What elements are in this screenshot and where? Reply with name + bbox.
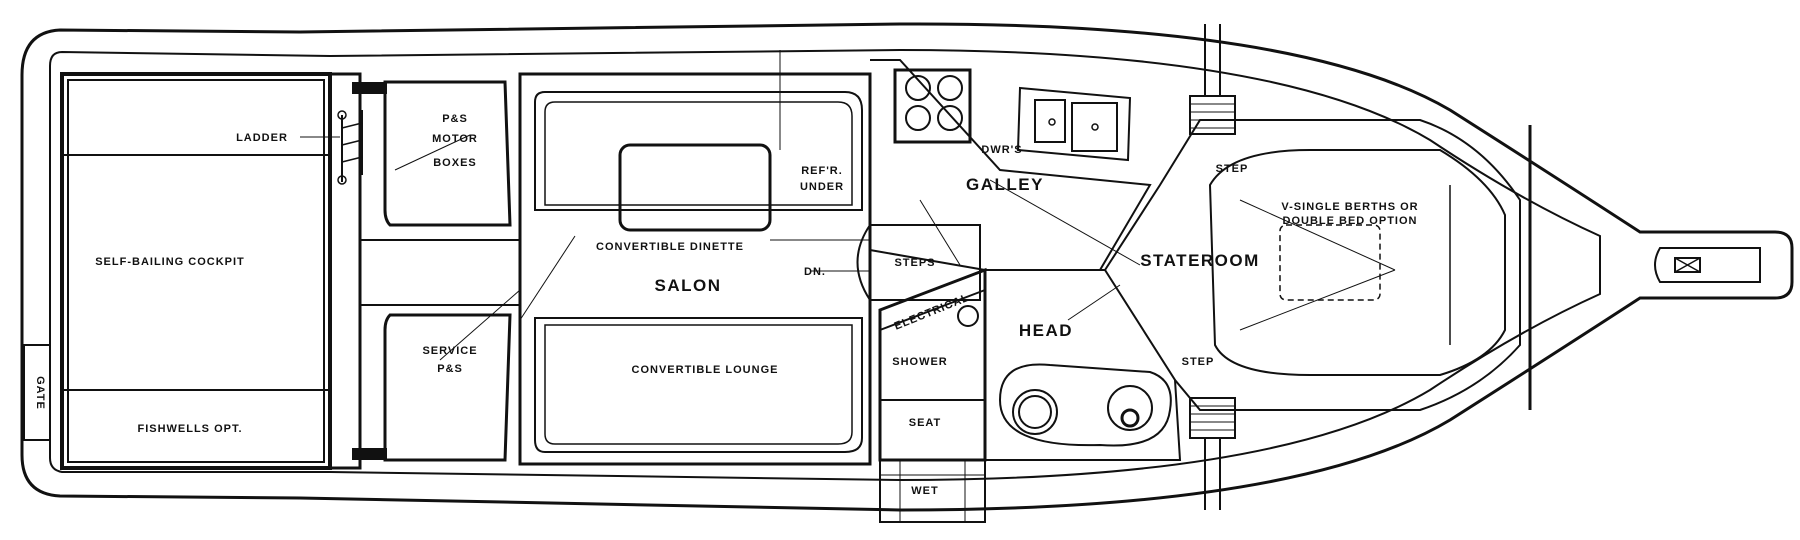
salon bbox=[518, 50, 872, 466]
label-motor-boxes-3: BOXES bbox=[433, 157, 477, 169]
head bbox=[985, 269, 1182, 461]
label-gate: GATE bbox=[34, 376, 46, 410]
hull-outline bbox=[20, 22, 1794, 512]
label-service-2: P&S bbox=[437, 363, 463, 375]
label-steps: STEPS bbox=[894, 257, 935, 269]
label-seat: SEAT bbox=[909, 417, 942, 429]
label-service-1: SERVICE bbox=[422, 345, 477, 357]
label-self-bailing-cockpit: SELF-BAILING COCKPIT bbox=[95, 256, 245, 268]
label-salon: SALON bbox=[655, 276, 722, 295]
label-drawers: DWR'S bbox=[981, 144, 1022, 156]
label-berths-2: DOUBLE BED OPTION bbox=[1283, 215, 1418, 227]
label-head: HEAD bbox=[1019, 321, 1073, 340]
label-motor-boxes-2: MOTOR bbox=[432, 133, 478, 145]
label-step-bottom: STEP bbox=[1182, 356, 1215, 368]
label-motor-boxes-1: P&S bbox=[442, 113, 468, 125]
stateroom bbox=[1104, 119, 1532, 411]
ladder-drawing bbox=[300, 110, 363, 185]
deck-steps bbox=[1189, 24, 1236, 510]
label-step-top: STEP bbox=[1216, 163, 1249, 175]
label-down: DN. bbox=[804, 266, 826, 278]
companionway-steps bbox=[810, 224, 981, 301]
label-refr-2: UNDER bbox=[800, 181, 844, 193]
label-galley: GALLEY bbox=[966, 175, 1044, 194]
label-refr-1: REF'R. bbox=[801, 165, 843, 177]
galley bbox=[869, 59, 1152, 271]
label-wet: WET bbox=[911, 485, 938, 497]
label-shower: SHOWER bbox=[892, 356, 948, 368]
label-convertible-dinette: CONVERTIBLE DINETTE bbox=[596, 241, 744, 253]
label-ladder: LADDER bbox=[236, 132, 288, 144]
cockpit bbox=[23, 72, 520, 470]
labels: LADDER P&S MOTOR BOXES SELF-BAILING COCK… bbox=[34, 113, 1418, 497]
label-stateroom: STATEROOM bbox=[1140, 251, 1260, 270]
motor-boxes bbox=[352, 80, 521, 462]
label-convertible-lounge: CONVERTIBLE LOUNGE bbox=[632, 364, 779, 376]
label-berths-1: V-SINGLE BERTHS OR bbox=[1281, 201, 1418, 213]
label-fishwells: FISHWELLS OPT. bbox=[137, 423, 242, 435]
